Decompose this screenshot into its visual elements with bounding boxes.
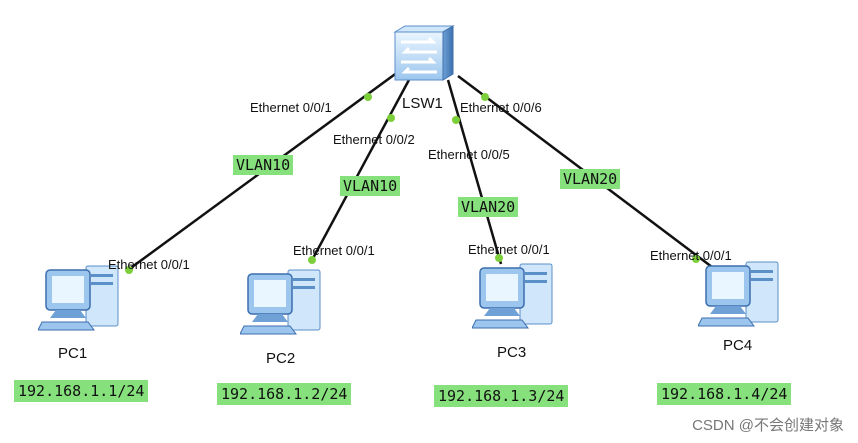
switch-port-label: Ethernet 0/0/2	[333, 132, 415, 147]
switch-port-label: Ethernet 0/0/1	[250, 100, 332, 115]
port-dot	[481, 93, 489, 101]
pc-port-label: Ethernet 0/0/1	[468, 242, 550, 257]
pc-icon[interactable]	[472, 256, 558, 336]
vlan-tag: VLAN10	[233, 155, 294, 175]
pc-label: PC2	[266, 350, 296, 367]
port-dot	[692, 255, 700, 263]
ip-address-tag: 192.168.1.4/24	[657, 383, 792, 405]
switch-port-label: Ethernet 0/0/6	[460, 100, 542, 115]
port-dot	[387, 114, 395, 122]
pc-icon[interactable]	[240, 262, 326, 342]
vlan-tag: VLAN20	[560, 169, 621, 189]
port-dot	[308, 256, 316, 264]
pc-icon[interactable]	[38, 258, 124, 338]
pc-icon[interactable]	[698, 254, 784, 334]
pc-label: PC4	[723, 337, 753, 354]
vlan-tag: VLAN20	[458, 197, 519, 217]
port-dot	[364, 93, 372, 101]
pc-port-label: Ethernet 0/0/1	[650, 248, 732, 263]
vlan-tag: VLAN10	[340, 176, 401, 196]
link-pc3	[446, 79, 503, 265]
pc-label: PC1	[58, 345, 88, 362]
switch-icon[interactable]	[389, 24, 457, 84]
switch-port-label: Ethernet 0/0/5	[428, 147, 510, 162]
port-dot	[125, 266, 133, 274]
pc-port-label: Ethernet 0/0/1	[108, 257, 190, 272]
pc-port-label: Ethernet 0/0/1	[293, 243, 375, 258]
ip-address-tag: 192.168.1.1/24	[14, 380, 149, 402]
link-pc2	[309, 77, 412, 263]
switch-label: LSW1	[402, 95, 443, 112]
watermark: CSDN @不会创建对象	[692, 417, 844, 434]
pc-label: PC3	[497, 344, 527, 361]
ip-address-tag: 192.168.1.3/24	[434, 385, 569, 407]
ip-address-tag: 192.168.1.2/24	[217, 383, 352, 405]
port-dot	[452, 116, 460, 124]
port-dot	[495, 254, 503, 262]
